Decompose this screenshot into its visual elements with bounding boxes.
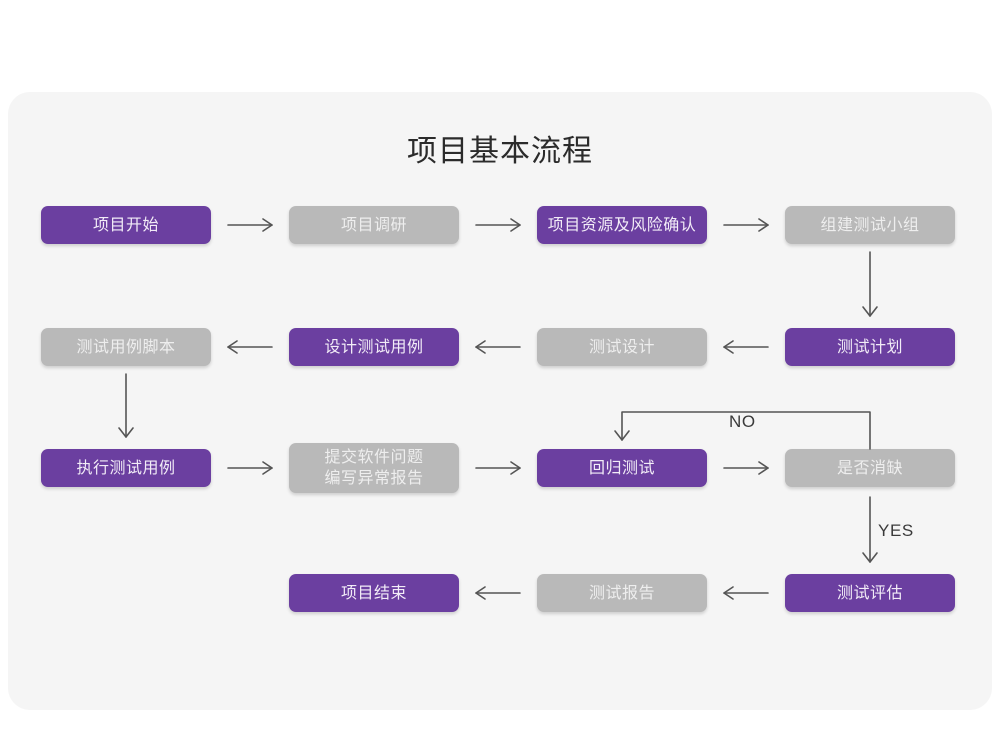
edge-label-no: NO xyxy=(729,412,756,431)
arrow-plan-to-design xyxy=(723,340,769,354)
arrow-evaluation-to-report xyxy=(723,586,769,600)
arrow-case-to-script xyxy=(227,340,273,354)
node-regression-test[interactable]: 回归测试 xyxy=(537,449,707,487)
node-defect-cleared[interactable]: 是否消缺 xyxy=(785,449,955,487)
arrow-regression-to-cleared xyxy=(723,461,769,475)
node-project-start[interactable]: 项目开始 xyxy=(41,206,211,244)
arrow-yes-to-evaluation xyxy=(862,496,878,563)
edge-label-yes: YES xyxy=(878,521,914,540)
node-test-evaluation[interactable]: 测试评估 xyxy=(785,574,955,612)
node-project-end[interactable]: 项目结束 xyxy=(289,574,459,612)
node-test-plan[interactable]: 测试计划 xyxy=(785,328,955,366)
arrow-design-to-case xyxy=(475,340,521,354)
node-resource-risk-confirm[interactable]: 项目资源及风险确认 xyxy=(537,206,707,244)
node-form-test-team[interactable]: 组建测试小组 xyxy=(785,206,955,244)
node-test-case-script[interactable]: 测试用例脚本 xyxy=(41,328,211,366)
arrow-research-to-risk xyxy=(475,218,521,232)
arrow-risk-to-team xyxy=(723,218,769,232)
arrow-start-to-research xyxy=(227,218,273,232)
arrow-report-to-end xyxy=(475,586,521,600)
arrow-no-loop xyxy=(614,411,871,450)
node-design-test-case[interactable]: 设计测试用例 xyxy=(289,328,459,366)
arrow-submit-to-regression xyxy=(475,461,521,475)
node-submit-issue-report[interactable]: 提交软件问题 编写异常报告 xyxy=(289,443,459,493)
arrow-execute-to-submit xyxy=(227,461,273,475)
node-test-design[interactable]: 测试设计 xyxy=(537,328,707,366)
node-project-research[interactable]: 项目调研 xyxy=(289,206,459,244)
node-test-report[interactable]: 测试报告 xyxy=(537,574,707,612)
node-execute-test-case[interactable]: 执行测试用例 xyxy=(41,449,211,487)
arrow-team-to-plan xyxy=(862,251,878,317)
page-title: 项目基本流程 xyxy=(407,135,593,168)
arrow-script-to-execute xyxy=(118,373,134,438)
